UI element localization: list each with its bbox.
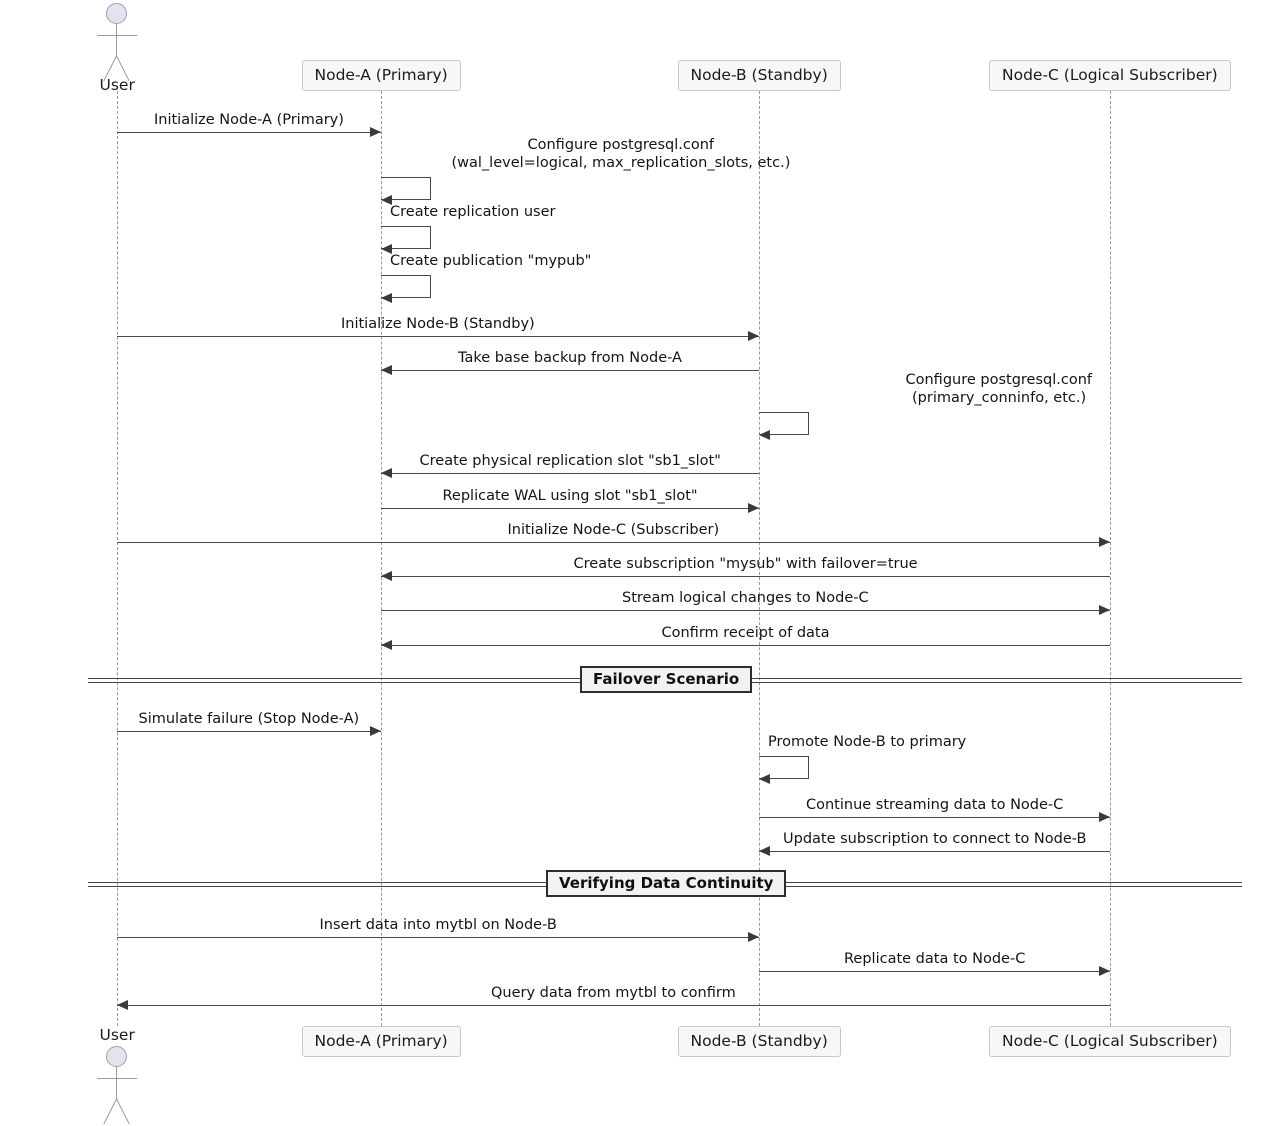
message-label-14: Promote Node-B to primary xyxy=(768,734,967,750)
message-arrowhead-19 xyxy=(117,1000,128,1011)
message-line-10 xyxy=(381,576,1110,577)
message-label-6-line2: (primary_conninfo, etc.) xyxy=(912,390,1087,406)
message-line-18 xyxy=(759,971,1110,972)
message-arrowhead-13 xyxy=(370,726,381,737)
message-label-4: Initialize Node-B (Standby) xyxy=(341,316,535,332)
message-line-4 xyxy=(117,336,759,337)
message-line-9 xyxy=(117,542,1110,543)
message-arrowhead-7 xyxy=(381,468,392,479)
message-line-7 xyxy=(381,473,759,474)
participant-box-nodeB[interactable]: Node-B (Standby) xyxy=(677,1026,841,1057)
lifeline-user xyxy=(117,91,118,1026)
message-line-12 xyxy=(381,645,1110,646)
message-label-1: Configure postgresql.conf xyxy=(527,137,715,153)
participant-box-nodeA[interactable]: Node-A (Primary) xyxy=(301,60,461,91)
participant-label-user: User xyxy=(99,76,135,94)
message-arrowhead-11 xyxy=(1099,605,1110,616)
actor-arms xyxy=(97,35,137,36)
lifeline-nodeA xyxy=(381,91,382,1026)
message-label-1-line2: (wal_level=logical, max_replication_slot… xyxy=(451,155,791,171)
message-arrowhead-3 xyxy=(381,292,392,303)
self-message-loop-2 xyxy=(381,226,431,249)
message-arrowhead-14 xyxy=(759,773,770,784)
participant-box-nodeB[interactable]: Node-B (Standby) xyxy=(677,60,841,91)
actor-head xyxy=(106,3,127,24)
message-line-11 xyxy=(381,610,1110,611)
lifeline-nodeB xyxy=(759,91,760,1026)
message-arrowhead-6 xyxy=(759,429,770,440)
divider-label-0: Failover Scenario xyxy=(580,666,753,693)
participant-box-nodeC[interactable]: Node-C (Logical Subscriber) xyxy=(989,1026,1231,1057)
message-arrowhead-12 xyxy=(381,640,392,651)
message-label-12: Confirm receipt of data xyxy=(661,625,830,641)
message-label-10: Create subscription "mysub" with failove… xyxy=(573,556,918,572)
message-line-16 xyxy=(759,851,1110,852)
actor-leg-left xyxy=(103,1098,117,1125)
message-label-18: Replicate data to Node-C xyxy=(844,951,1026,967)
actor-arms xyxy=(97,1078,137,1079)
message-arrowhead-9 xyxy=(1099,537,1110,548)
message-arrowhead-15 xyxy=(1099,812,1110,823)
participant-box-nodeA[interactable]: Node-A (Primary) xyxy=(301,1026,461,1057)
message-arrowhead-1 xyxy=(381,194,392,205)
message-arrowhead-8 xyxy=(748,503,759,514)
message-label-19: Query data from mytbl to confirm xyxy=(491,985,736,1001)
lifeline-nodeC xyxy=(1110,91,1111,1026)
self-message-loop-3 xyxy=(381,275,431,298)
message-arrowhead-16 xyxy=(759,846,770,857)
message-line-17 xyxy=(117,937,759,938)
participant-label-user-bottom: User xyxy=(99,1026,135,1044)
message-line-15 xyxy=(759,817,1110,818)
message-arrowhead-4 xyxy=(748,331,759,342)
message-label-9: Initialize Node-C (Subscriber) xyxy=(507,522,720,538)
message-label-11: Stream logical changes to Node-C xyxy=(622,590,869,606)
message-label-3: Create publication "mypub" xyxy=(390,253,592,269)
message-label-7: Create physical replication slot "sb1_sl… xyxy=(419,453,721,469)
self-message-loop-14 xyxy=(759,756,809,779)
message-label-5: Take base backup from Node-A xyxy=(458,350,682,366)
actor-leg-right xyxy=(116,1098,130,1125)
message-label-2: Create replication user xyxy=(390,204,556,220)
message-arrowhead-17 xyxy=(748,932,759,943)
actor-body xyxy=(116,24,117,57)
message-label-17: Insert data into mytbl on Node-B xyxy=(319,917,557,933)
message-line-5 xyxy=(381,370,759,371)
message-line-19 xyxy=(117,1005,1110,1006)
message-label-15: Continue streaming data to Node-C xyxy=(806,797,1064,813)
message-label-0: Initialize Node-A (Primary) xyxy=(154,112,344,128)
message-arrowhead-0 xyxy=(370,127,381,138)
self-message-loop-1 xyxy=(381,177,431,200)
message-label-13: Simulate failure (Stop Node-A) xyxy=(138,711,360,727)
message-arrowhead-5 xyxy=(381,365,392,376)
message-arrowhead-10 xyxy=(381,571,392,582)
message-label-6: Configure postgresql.conf xyxy=(905,372,1093,388)
actor-body xyxy=(116,1067,117,1100)
self-message-loop-6 xyxy=(759,412,809,435)
message-line-13 xyxy=(117,731,381,732)
message-label-8: Replicate WAL using slot "sb1_slot" xyxy=(442,488,698,504)
message-line-8 xyxy=(381,508,759,509)
message-line-0 xyxy=(117,132,381,133)
participant-box-nodeC[interactable]: Node-C (Logical Subscriber) xyxy=(989,60,1231,91)
message-label-16: Update subscription to connect to Node-B xyxy=(783,831,1087,847)
divider-label-1: Verifying Data Continuity xyxy=(546,870,787,897)
message-arrowhead-2 xyxy=(381,243,392,254)
message-arrowhead-18 xyxy=(1099,966,1110,977)
actor-head xyxy=(106,1046,127,1067)
